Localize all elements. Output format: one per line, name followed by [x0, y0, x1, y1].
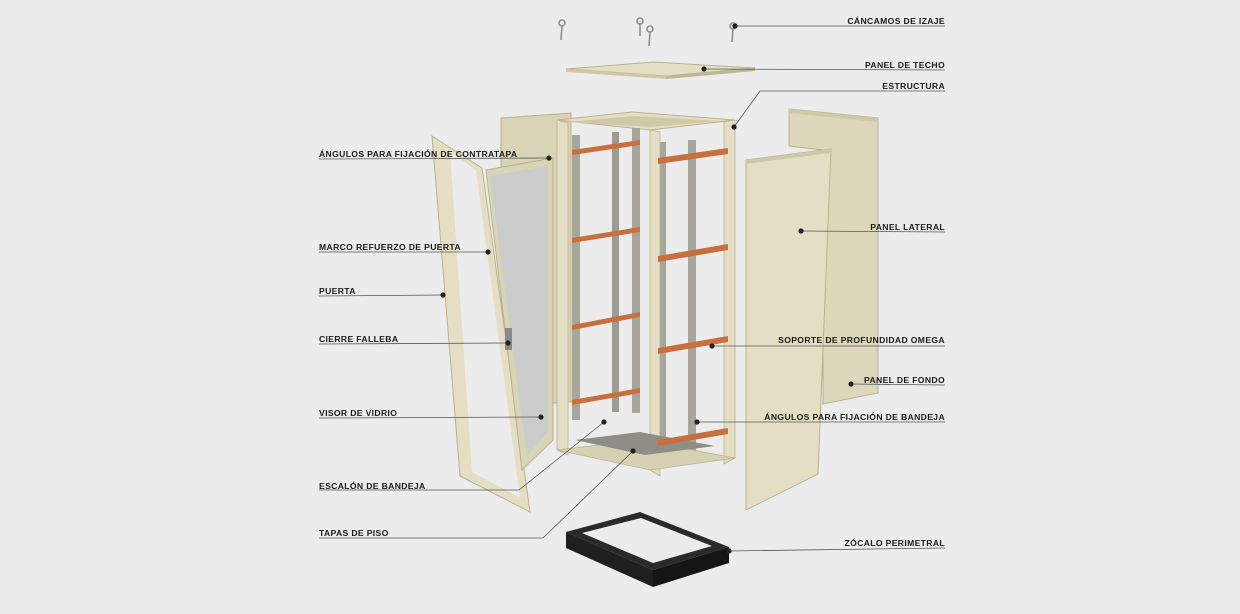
label-zocalo-perimetral: ZÓCALO PERIMETRAL [844, 538, 945, 548]
lifting-eyebolts [558, 17, 737, 47]
label-puerta: PUERTA [319, 286, 356, 296]
label-escalon-de-bandeja: ESCALÓN DE BANDEJA [319, 481, 426, 491]
label-angulos-contratapa: ÁNGULOS PARA FIJACIÓN DE CONTRATAPA [319, 149, 518, 159]
door [431, 135, 554, 513]
side-panel [745, 148, 832, 511]
leader-dots [440, 23, 854, 554]
label-estructura: ESTRUCTURA [882, 81, 945, 91]
label-angulos-fijacion-bandeja: ÁNGULOS PARA FIJACIÓN DE BANDEJA [764, 412, 945, 422]
label-cierre-falleba: CIERRE FALLEBA [319, 334, 399, 344]
label-marco-refuerzo-puerta: MARCO REFUERZO DE PUERTA [319, 242, 461, 252]
cabinet-frame [556, 111, 736, 477]
label-panel-lateral: PANEL LATERAL [870, 222, 945, 232]
label-panel-de-techo: PANEL DE TECHO [864, 60, 945, 70]
plinth [566, 512, 729, 587]
label-cancamos-de-izaje: CÁNCAMOS DE IZAJE [847, 16, 945, 26]
leader-lines [318, 25, 946, 552]
rear-panel [788, 108, 879, 405]
label-tapas-de-piso: TAPAS DE PISO [319, 528, 389, 538]
label-visor-de-vidrio: VISOR DE VIDRIO [319, 408, 398, 418]
roof-panel [565, 61, 756, 79]
label-panel-de-fondo: PANEL DE FONDO [864, 375, 945, 385]
label-soporte-profundidad-omega: SOPORTE DE PROFUNDIDAD OMEGA [778, 335, 945, 345]
